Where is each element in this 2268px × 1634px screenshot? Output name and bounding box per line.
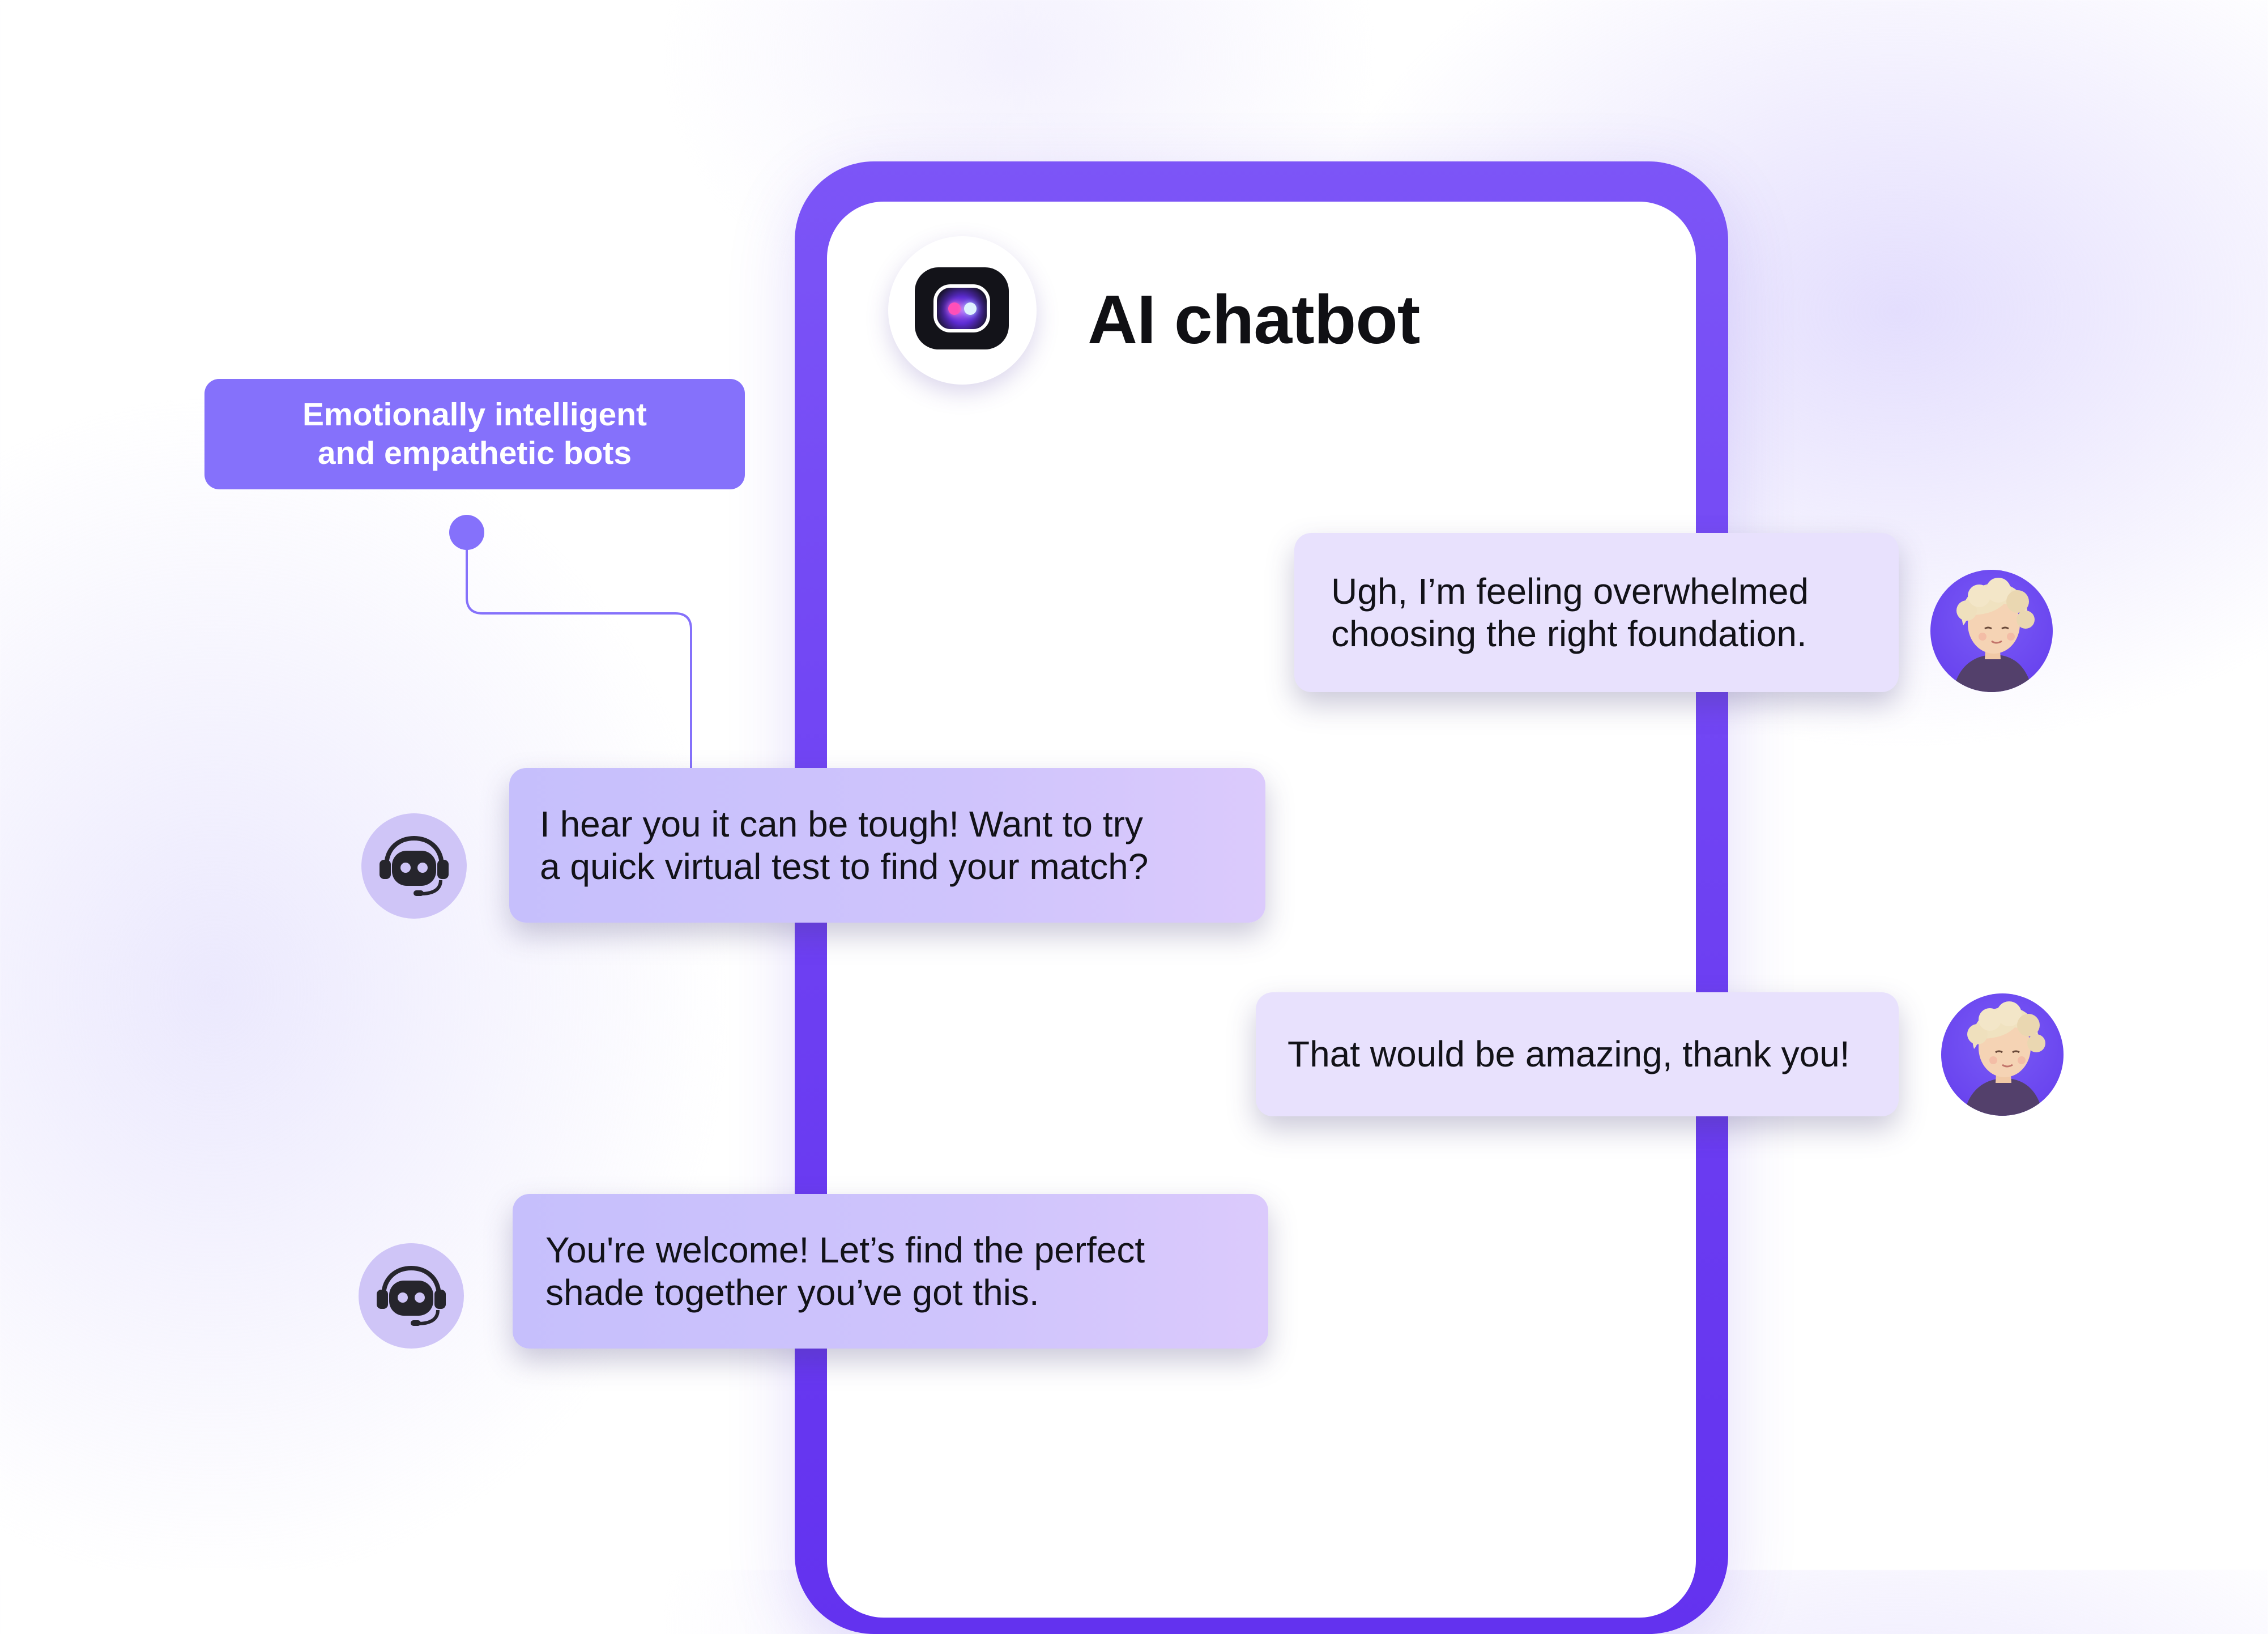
message-text: You're welcome! Let’s find the perfect s… [545,1229,1145,1313]
bot-message-bubble: You're welcome! Let’s find the perfect s… [513,1194,1268,1349]
user-avatar-icon [1941,993,2064,1116]
callout-text: Emotionally intelligent and empathetic b… [302,396,647,471]
connector-dot [449,515,484,550]
user-message-bubble: That would be amazing, thank you! [1256,992,1899,1116]
chatbot-eyes-icon [915,267,1009,349]
user-avatar-icon [1930,570,2053,692]
message-text: That would be amazing, thank you! [1288,1034,1850,1075]
callout-connector-line [449,515,692,770]
bot-headset-icon [361,813,467,919]
user-message-bubble: Ugh, I’m feeling overwhelmed choosing th… [1294,533,1899,692]
app-logo [888,236,1037,385]
bot-message-bubble: I hear you it can be tough! Want to try … [509,768,1265,923]
app-title: AI chatbot [1088,281,1420,358]
bot-headset-icon [359,1243,464,1349]
message-text: I hear you it can be tough! Want to try … [540,803,1149,887]
feature-callout: Emotionally intelligent and empathetic b… [204,379,745,489]
message-text: Ugh, I’m feeling overwhelmed choosing th… [1331,570,1809,654]
